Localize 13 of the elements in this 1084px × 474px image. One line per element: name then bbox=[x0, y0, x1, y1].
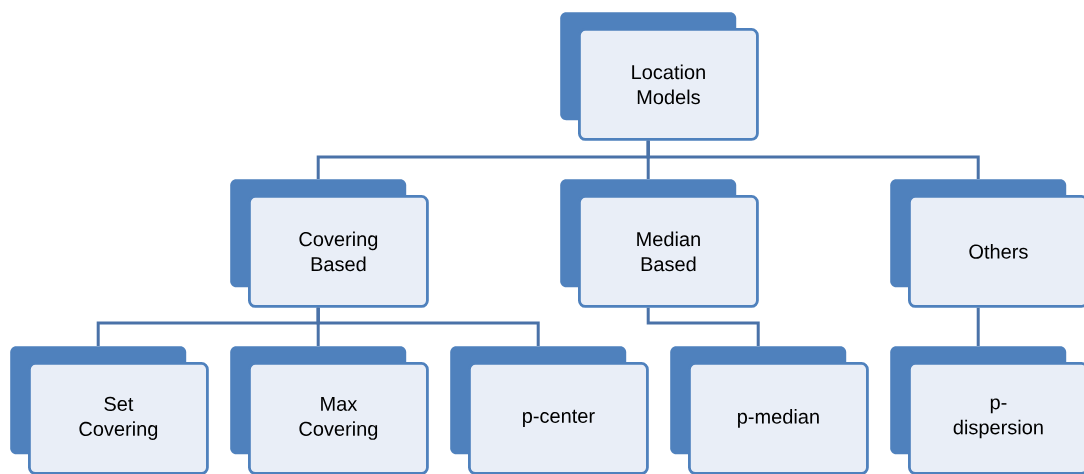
hierarchy-card: Others bbox=[890, 179, 1084, 308]
hierarchy-card: Location Models bbox=[560, 12, 759, 141]
hierarchy-card: Max Covering bbox=[230, 346, 429, 474]
hierarchy-card: p-center bbox=[450, 346, 649, 474]
connector-line bbox=[646, 140, 980, 179]
connector-line bbox=[646, 307, 760, 346]
hierarchy-card: p-median bbox=[670, 346, 869, 474]
hierarchy-card: Median Based bbox=[560, 179, 759, 308]
connector-line bbox=[976, 307, 980, 346]
hierarchy-card: Covering Based bbox=[230, 179, 429, 308]
connector-line bbox=[316, 307, 540, 346]
hierarchy-card: Set Covering bbox=[10, 346, 209, 474]
hierarchy-card: p-dispersion bbox=[890, 346, 1084, 474]
